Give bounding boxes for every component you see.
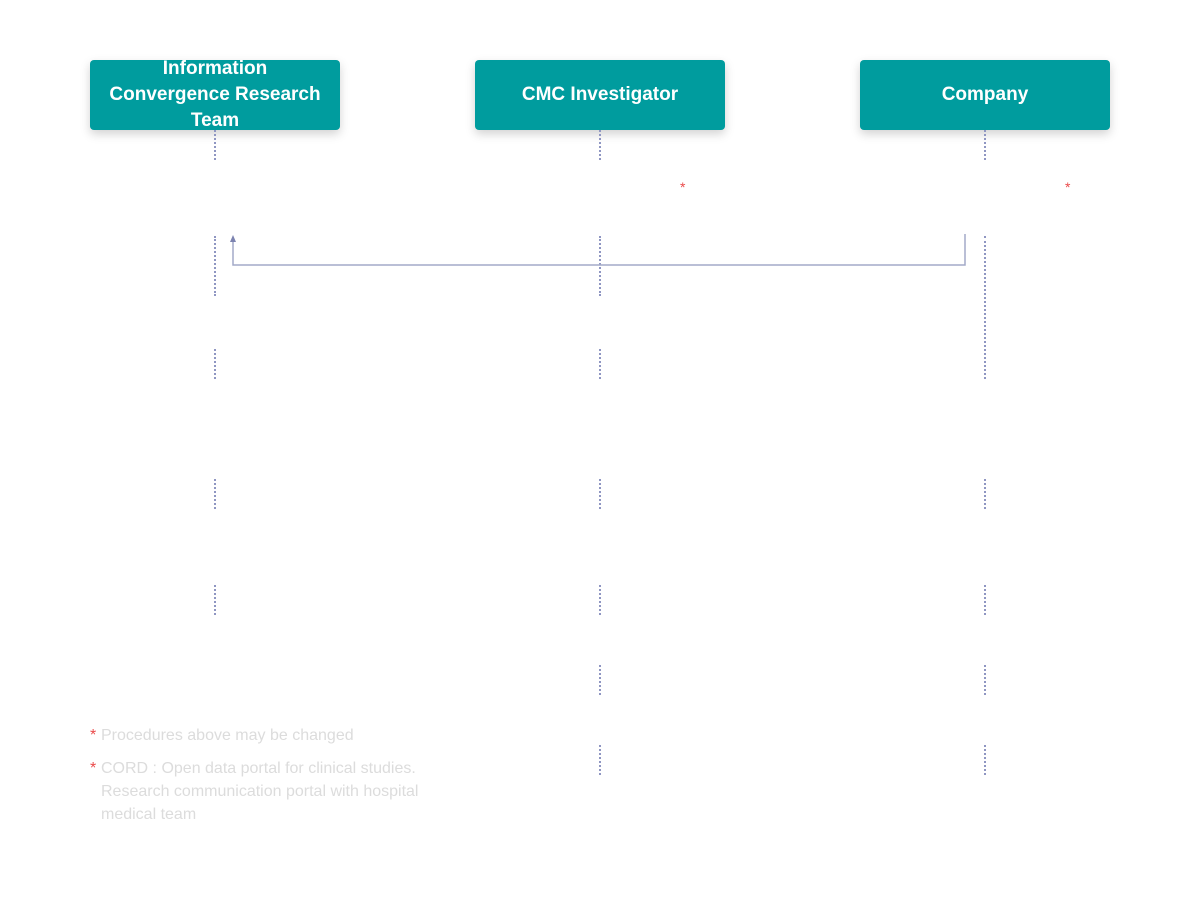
asterisk-marker-company: *	[1065, 179, 1071, 195]
lifeline-cmc-segment	[599, 349, 601, 379]
footnote-asterisk: *	[90, 727, 97, 744]
lifeline-company-segment	[984, 236, 986, 379]
lifeline-cmc-segment	[599, 236, 601, 296]
participant-label-company: Company	[941, 84, 1029, 105]
footnote-procedures: * Procedures above may be changed	[90, 724, 450, 747]
lifeline-company-segment	[984, 130, 986, 160]
footnote-text: CORD : Open data portal for clinical stu…	[101, 760, 419, 823]
lifeline-company-segment	[984, 665, 986, 695]
footnote-asterisk: *	[90, 760, 97, 777]
lifeline-company-segment	[984, 479, 986, 509]
lifeline-team-segment	[214, 585, 216, 615]
message-arrow-company-to-team	[232, 234, 966, 266]
lifeline-cmc-segment	[599, 130, 601, 160]
lifeline-cmc-segment	[599, 585, 601, 615]
lifeline-company-segment	[984, 745, 986, 775]
lifeline-cmc-segment	[599, 745, 601, 775]
participant-label-cmc: CMC Investigator	[521, 84, 679, 105]
arrow-head-icon	[230, 235, 236, 242]
asterisk-marker-cmc: *	[680, 179, 686, 195]
footnote-text: Procedures above may be changed	[101, 727, 354, 744]
lifeline-team-segment	[214, 479, 216, 509]
lifeline-team-segment	[214, 130, 216, 160]
lifeline-cmc-segment	[599, 479, 601, 509]
lifeline-company-segment	[984, 585, 986, 615]
participant-cmc-investigator: CMC Investigator	[475, 60, 725, 130]
participant-company: Company	[860, 60, 1110, 130]
footnote-cord: * CORD : Open data portal for clinical s…	[90, 757, 450, 826]
lifeline-team-segment	[214, 349, 216, 379]
lifeline-cmc-segment	[599, 665, 601, 695]
participant-label-team: Information Convergence Research Team	[109, 58, 321, 131]
lifeline-team-segment	[214, 236, 216, 296]
participant-information-convergence-research-team: Information Convergence Research Team	[90, 58, 340, 131]
